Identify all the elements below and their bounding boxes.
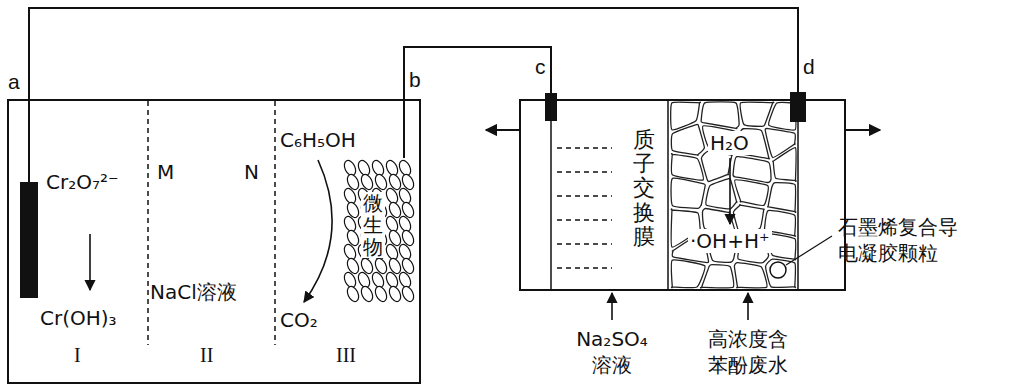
inflow-arrow	[747, 293, 749, 320]
text-label: M	[157, 160, 174, 184]
microbe-cell	[373, 285, 389, 304]
electrode-dash	[557, 243, 612, 244]
wire	[404, 47, 551, 158]
text-label: Na₂SO₄ 溶液	[557, 326, 667, 378]
cell-outline	[520, 100, 845, 290]
text-label: Cr₂O₇²⁻	[46, 170, 119, 194]
text-label: 微生物	[361, 192, 385, 258]
gel-particle	[701, 151, 732, 182]
text-label: H₂O	[708, 131, 751, 155]
text-label: 石墨烯复合导 电凝胶颗粒	[838, 214, 983, 266]
electrode-dash	[557, 267, 612, 268]
gel-particle	[671, 260, 705, 288]
electrode-dash	[557, 147, 612, 148]
electrode-c: c	[545, 93, 557, 121]
reaction-arrow	[304, 160, 332, 302]
membrane-m	[147, 101, 149, 345]
text-label: 质子交换膜	[633, 128, 655, 249]
gel-particle	[766, 259, 796, 287]
microbe-cell	[387, 285, 403, 304]
gel-particle	[734, 263, 767, 288]
membrane-n	[274, 101, 276, 345]
text-label: Cr(OH)₃	[40, 306, 117, 330]
microbe-cell	[359, 285, 375, 304]
electrode-label: d	[803, 55, 815, 79]
microbe-cell	[345, 285, 361, 304]
tank-outline	[8, 100, 420, 383]
leader-line	[786, 236, 832, 265]
electrode-d: d	[790, 92, 806, 122]
text-label: 高浓度含 苯酚废水	[693, 326, 803, 378]
gel-particle	[768, 183, 796, 213]
anode-plate	[797, 120, 799, 290]
gel-particle	[706, 178, 737, 209]
text-label: ·OH+H⁺	[688, 229, 772, 253]
electrode-dash	[557, 171, 612, 172]
gel-particle	[671, 154, 703, 181]
gel-particle	[735, 180, 769, 206]
electrode-dash	[557, 219, 612, 220]
electrode-label: b	[409, 68, 421, 92]
cathode-plate	[550, 120, 552, 290]
gel-particle	[671, 178, 705, 208]
wire	[29, 8, 798, 182]
microbe-cell	[400, 285, 416, 304]
gel-particle	[671, 124, 704, 155]
text-label: CO₂	[280, 308, 318, 332]
gel-particles	[671, 102, 796, 288]
cathode-dashes	[557, 148, 612, 268]
microbe-cluster	[342, 159, 416, 304]
particle-marker	[770, 262, 786, 278]
reaction-arrow	[89, 234, 91, 290]
text-label: I	[74, 343, 81, 367]
gel-particle	[700, 265, 733, 288]
text-label: II	[200, 343, 213, 367]
outflow-arrow	[486, 129, 520, 131]
gel-particle	[773, 148, 796, 182]
gel-particle	[701, 102, 739, 129]
outflow-arrow	[845, 129, 880, 131]
proton-membrane	[667, 100, 669, 290]
text-label: C₆H₅OH	[280, 128, 356, 152]
inflow-arrow	[611, 293, 613, 320]
text-label: NaCl溶液	[150, 280, 237, 304]
electrode-label: c	[535, 55, 546, 79]
electrode-label: a	[8, 70, 20, 94]
electrode-dash	[557, 195, 612, 196]
text-label: N	[244, 160, 259, 184]
reaction-arrow	[729, 158, 731, 224]
gel-particle	[733, 157, 771, 183]
text-label: III	[336, 343, 356, 367]
electrode-a: a	[20, 182, 38, 298]
